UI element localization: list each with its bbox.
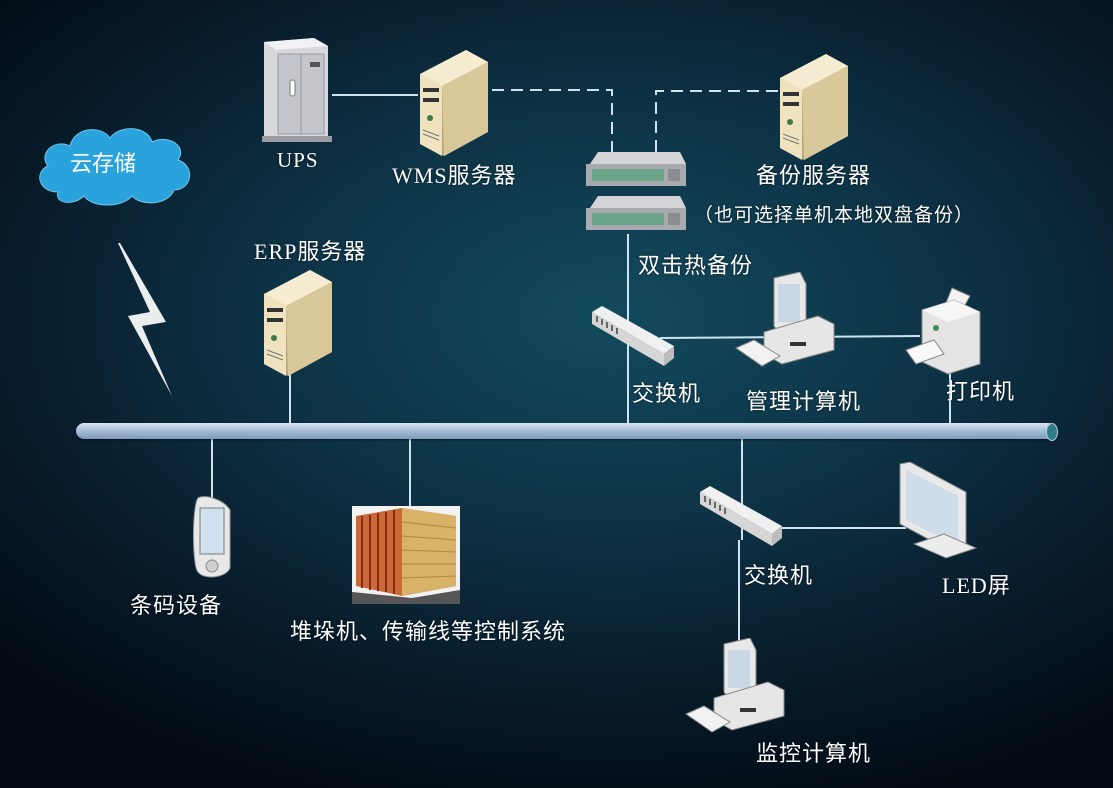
ups-label: UPS xyxy=(277,148,319,172)
network-bus xyxy=(76,423,1056,439)
handheld-scanner-icon xyxy=(193,496,231,578)
wireless-link-icon xyxy=(118,243,172,396)
wms-server-label: WMS服务器 xyxy=(392,163,517,188)
erp-server-label: ERP服务器 xyxy=(254,239,367,264)
network-bus-end xyxy=(1046,423,1058,441)
backup-server-note: （也可选择单机本地双盘备份） xyxy=(694,204,975,226)
wms-server-icon xyxy=(420,50,488,156)
control-system-label: 堆垛机、传输线等控制系统 xyxy=(290,620,567,645)
mgmt-pc-label: 管理计算机 xyxy=(746,390,862,415)
switch-bottom-icon xyxy=(700,486,782,546)
switch-top-label: 交换机 xyxy=(632,382,702,407)
mgmt-pc-icon xyxy=(734,272,835,367)
printer-label: 打印机 xyxy=(946,380,1016,405)
link-wms-hotbackup xyxy=(492,89,613,152)
cloud-icon xyxy=(39,128,190,206)
link-backup-hotbackup xyxy=(655,90,778,152)
switch-top-icon xyxy=(592,306,674,366)
switch-bottom-label: 交换机 xyxy=(744,564,814,589)
backup-server-label: 备份服务器 xyxy=(756,164,872,189)
erp-server-icon xyxy=(264,270,332,376)
backup-server-icon xyxy=(780,54,848,160)
ups-icon xyxy=(262,38,332,142)
printer-icon xyxy=(905,287,981,375)
rack-server-icon xyxy=(586,152,686,230)
led-screen-label: LED屏 xyxy=(942,573,1011,598)
monitor-pc-label: 监控计算机 xyxy=(756,742,872,767)
led-screen-icon xyxy=(899,462,978,559)
cloud-label: 云存储 xyxy=(70,152,137,177)
warehouse-rack-icon xyxy=(352,506,460,604)
monitor-pc-icon xyxy=(684,638,785,733)
barcode-label: 条码设备 xyxy=(130,594,223,619)
hot-backup-label: 双击热备份 xyxy=(638,254,754,279)
